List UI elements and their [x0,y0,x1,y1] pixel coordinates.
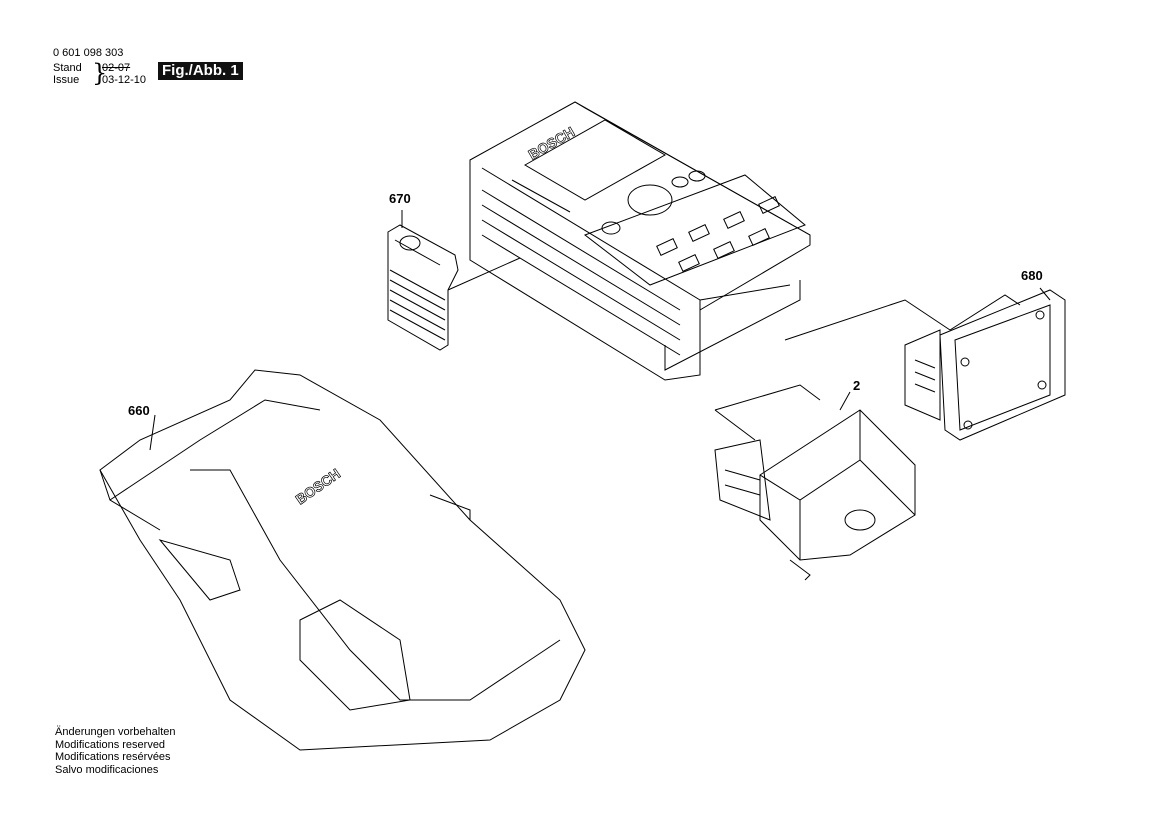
battery-cover-670 [387,224,459,351]
modification-notes: Änderungen vorbehalten Modifications res… [55,726,175,776]
stand-value: 02-07 [102,62,131,74]
brace-icon: } [92,59,108,87]
issue-value: 03-12-10 [102,74,147,86]
leader-line-2 [839,391,851,411]
figure-label: Fig./Abb. 1 [158,62,243,80]
measuring-device [469,101,811,381]
carrying-pouch-660 [99,369,586,751]
part-label-2: 2 [853,378,861,393]
device-brand-logo: BOSCH [526,123,578,162]
leader-line-680 [1039,287,1051,301]
issue-label: Issue [53,74,80,86]
assembly-line-670 [447,257,521,291]
part-label-680: 680 [1021,268,1043,283]
leader-line-660 [149,414,156,451]
note-de: Änderungen vorbehalten [55,726,176,738]
assembly-line-680 [784,299,951,341]
part-label-660: 660 [128,403,150,418]
battery-holder-680 [904,289,1066,441]
part-label-670: 670 [389,191,411,206]
assembly-line-2 [714,384,821,441]
note-en: Modifications reserved [55,738,166,751]
note-es: Salvo modificaciones [55,763,159,776]
battery-compartment-2 [714,409,916,581]
part-number: 0 601 098 303 [53,47,124,59]
note-fr: Modifications resérvées [55,751,171,763]
pouch-brand-logo: BOSCH [293,465,344,507]
stand-label: Stand [53,62,82,74]
